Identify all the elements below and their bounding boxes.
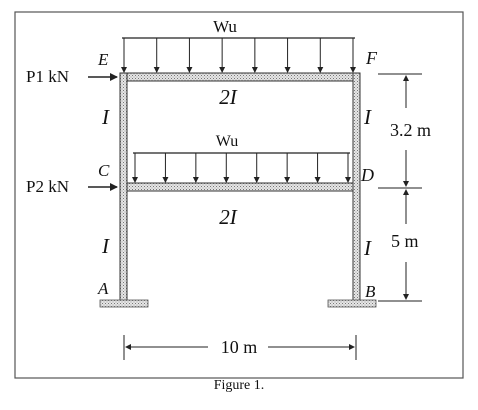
upper-story-height-label: 3.2 m	[390, 120, 431, 140]
support-a	[99, 299, 149, 308]
left-column	[119, 72, 128, 302]
middle-beam	[119, 182, 361, 192]
span-dimension	[123, 335, 357, 360]
support-b	[327, 299, 377, 308]
lateral-load-p1-label: P1 kN	[26, 67, 69, 86]
node-f-label: F	[365, 48, 378, 68]
story-height-dimensions	[378, 73, 422, 302]
lower-right-column-stiffness: I	[363, 236, 372, 260]
middle-beam-stiffness: 2I	[219, 205, 238, 229]
lower-story-height-label: 5 m	[391, 231, 419, 251]
node-a-label: A	[97, 279, 109, 298]
lower-left-column-stiffness: I	[101, 234, 110, 258]
figure-border	[14, 11, 464, 379]
node-b-label: B	[365, 282, 376, 301]
figure-caption: Figure 1.	[213, 378, 265, 393]
top-beam	[119, 72, 361, 82]
right-column	[352, 72, 361, 302]
middle-load-label: Wu	[216, 133, 238, 150]
node-e-label: E	[97, 50, 109, 69]
top-load-label: Wu	[213, 17, 237, 36]
upper-right-column-stiffness: I	[363, 105, 372, 129]
node-d-label: D	[360, 165, 374, 185]
top-distributed-load	[121, 37, 356, 73]
span-label: 10 m	[221, 337, 258, 357]
upper-left-column-stiffness: I	[101, 105, 110, 129]
lateral-load-p2-label: P2 kN	[26, 177, 69, 196]
middle-distributed-load	[132, 152, 351, 183]
node-c-label: C	[98, 161, 110, 180]
top-beam-stiffness: 2I	[219, 85, 238, 109]
